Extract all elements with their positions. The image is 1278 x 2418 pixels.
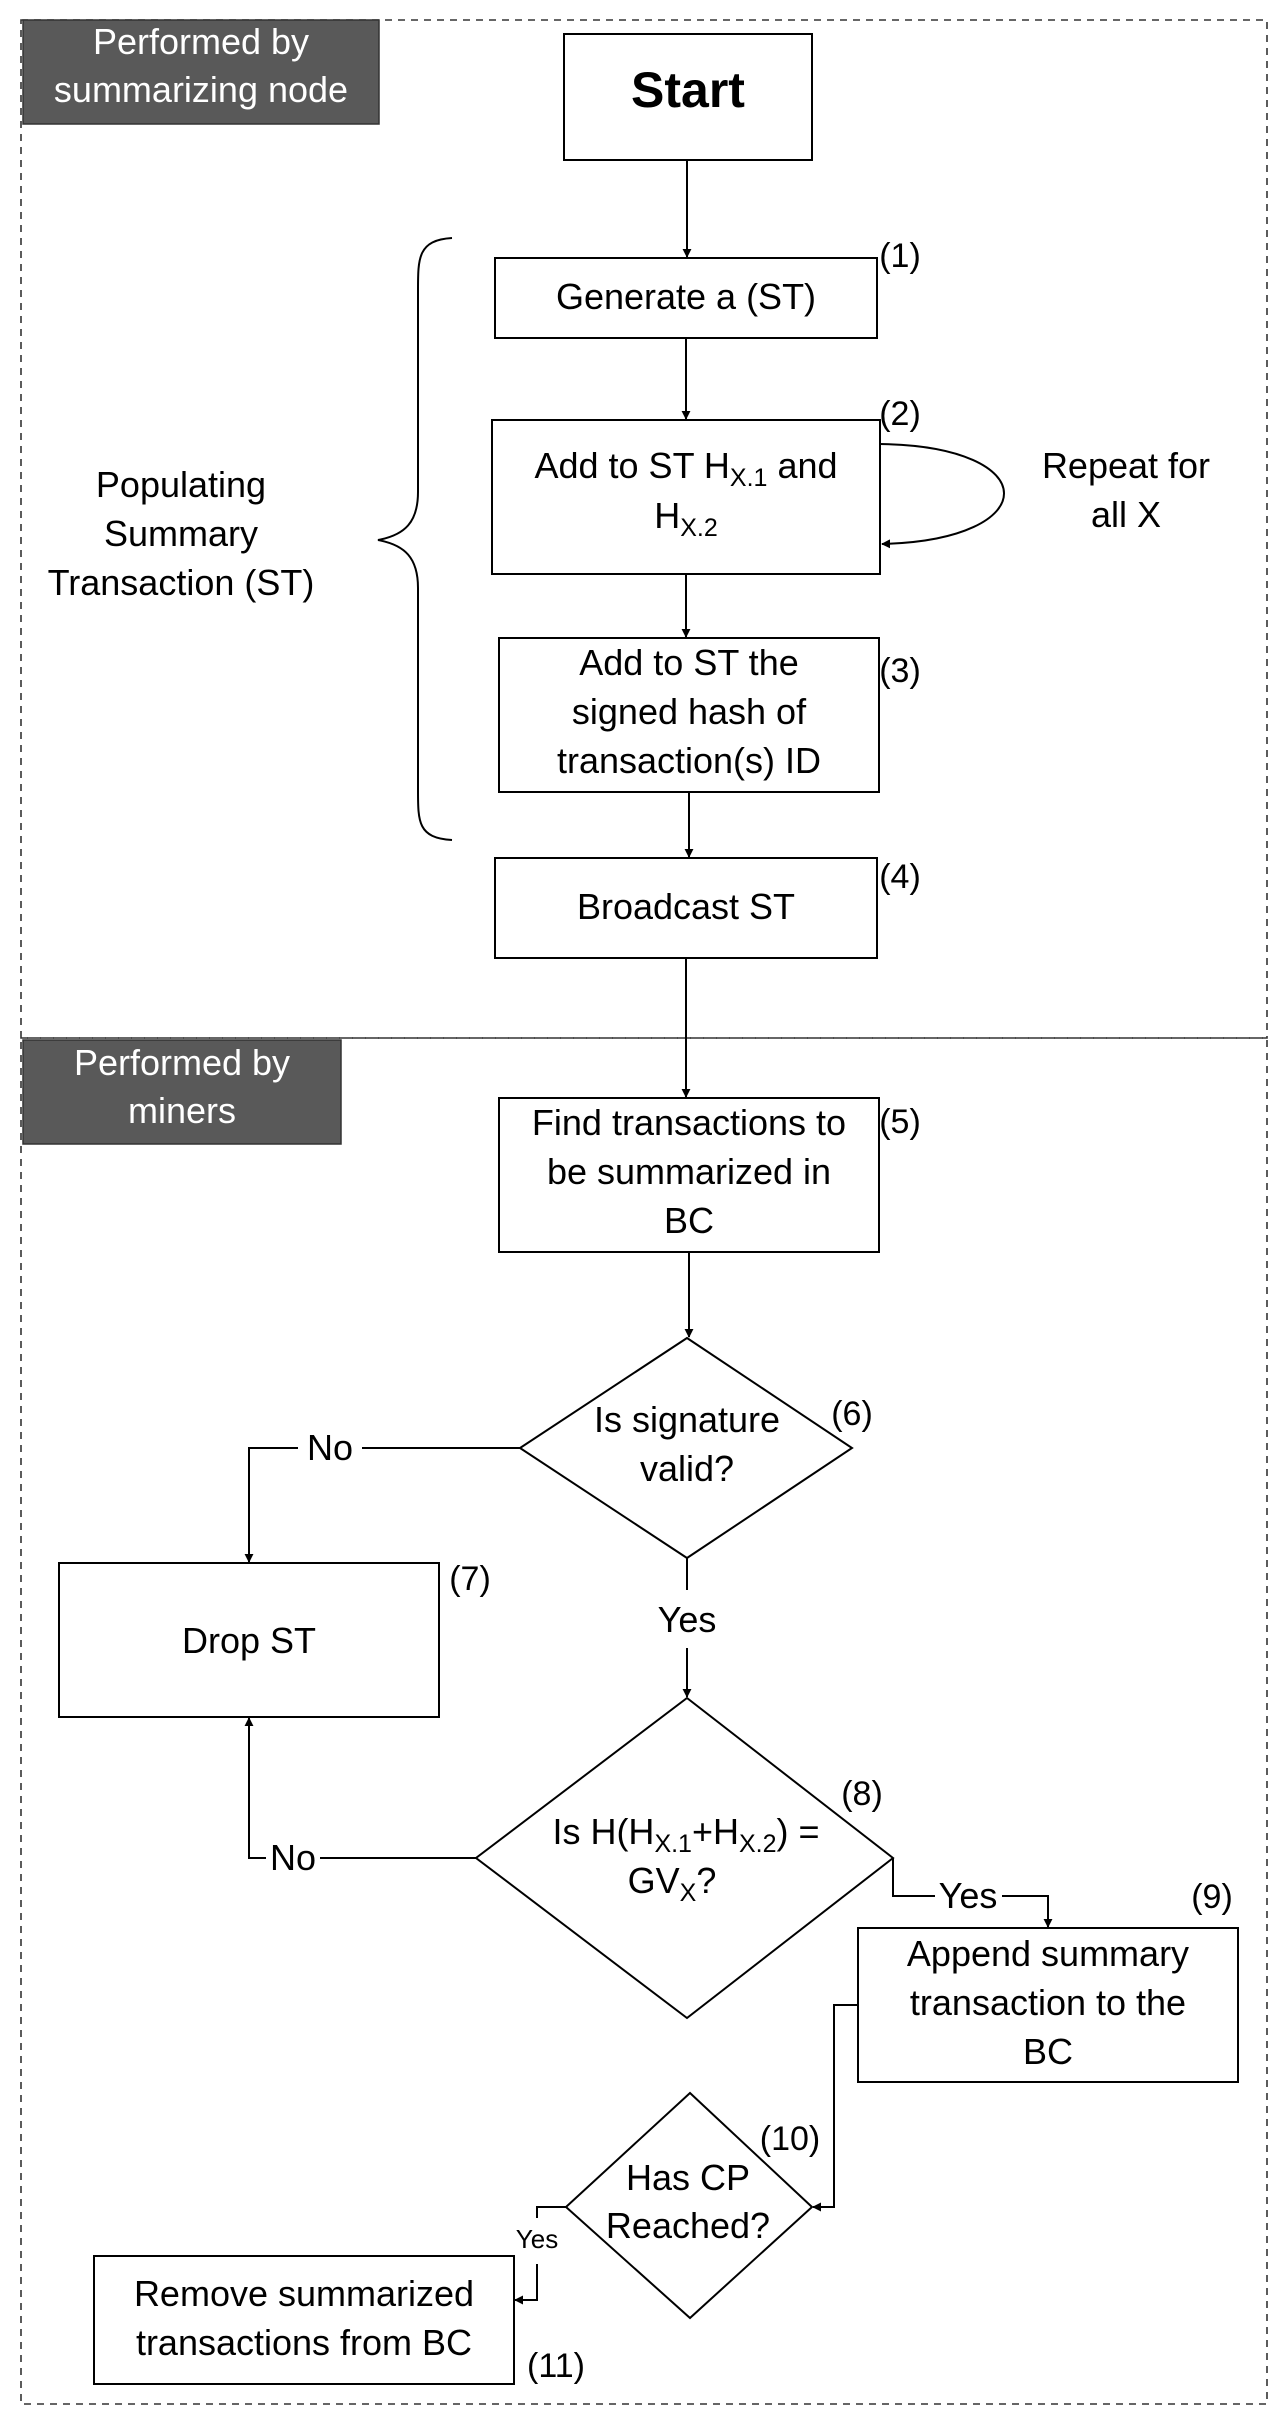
start-node xyxy=(563,33,813,161)
edge-label-sig-yes: Yes xyxy=(658,1599,717,1640)
step-number-3: (3) xyxy=(879,652,921,690)
summarizing-node-region xyxy=(20,19,1268,1039)
generate-st-label: Generate a (ST) xyxy=(556,276,816,317)
hash-check-decision xyxy=(474,1696,895,2020)
edge-label-hash-yes: Yes xyxy=(939,1875,998,1916)
connector-cp-yes-a xyxy=(536,2206,566,2218)
section-header-summarizing: Performed by summarizing node xyxy=(22,19,380,125)
add-hashes-sub2: X.2 xyxy=(680,514,718,542)
hash-check-p4: GV xyxy=(628,1860,680,1901)
connector-cp-yes-b xyxy=(514,2264,538,2305)
cp-reached-line1: Has CP xyxy=(626,2157,750,2198)
section-header-miners-line1: Performed by xyxy=(74,1042,290,1083)
add-hashes-node xyxy=(491,419,881,575)
repeat-label-line2: all X xyxy=(1091,494,1161,535)
hash-check-p3: ) = xyxy=(777,1811,820,1852)
step-number-1: (1) xyxy=(879,237,921,275)
find-line3: BC xyxy=(664,1200,714,1241)
generate-st-node xyxy=(494,257,878,339)
drop-st-label: Drop ST xyxy=(182,1620,316,1661)
hash-check-p5: ? xyxy=(696,1860,716,1901)
step-number-10: (10) xyxy=(760,2120,820,2158)
add-hashes-line1-post: and xyxy=(767,445,837,486)
add-hashes-line2: HX.2 xyxy=(654,495,718,542)
add-signed-hash-node xyxy=(498,637,880,793)
populating-brace xyxy=(377,237,453,841)
add-hashes-line2-pre: H xyxy=(654,495,680,536)
step-number-6: (6) xyxy=(831,1395,873,1433)
step-number-4: (4) xyxy=(879,858,921,896)
section-header-miners: Performed by miners xyxy=(22,1039,342,1145)
remove-summarized-node xyxy=(93,2255,515,2385)
add-hashes-sub1: X.1 xyxy=(730,464,768,492)
append-line1: Append summary xyxy=(907,1933,1189,1974)
hash-check-p1: Is H(H xyxy=(552,1811,654,1852)
add-hashes-line1-pre: Add to ST H xyxy=(534,445,729,486)
repeat-label-line1: Repeat for xyxy=(1042,445,1210,486)
brace-label: Populating Summary Transaction (ST) xyxy=(48,464,315,603)
hash-check-s3: X xyxy=(680,1879,697,1907)
repeat-loop-arrow xyxy=(879,443,1005,549)
connector-sig-no-b xyxy=(244,1447,298,1563)
brace-label-line1: Populating xyxy=(96,464,266,505)
section-header-summarizing-line2: summarizing node xyxy=(54,69,348,110)
sig-valid-line2: valid? xyxy=(640,1448,734,1489)
edge-label-hash-no: No xyxy=(270,1837,316,1878)
step-number-7: (7) xyxy=(449,1560,491,1598)
edge-label-sig-no: No xyxy=(307,1427,353,1468)
step-number-9: (9) xyxy=(1191,1878,1233,1916)
hash-check-p2: +H xyxy=(692,1811,739,1852)
cp-reached-decision xyxy=(564,2091,814,2320)
step-number-5: (5) xyxy=(879,1103,921,1141)
find-line2: be summarized in xyxy=(547,1151,831,1192)
hash-check-s2: X.2 xyxy=(739,1830,777,1858)
edge-label-cp-yes: Yes xyxy=(516,2224,558,2254)
add-signed-line3: transaction(s) ID xyxy=(557,740,821,781)
brace-label-line3: Transaction (ST) xyxy=(48,562,315,603)
miners-region xyxy=(20,1037,1268,2405)
hash-check-line2: GVX? xyxy=(628,1860,717,1907)
hash-check-s1: X.1 xyxy=(654,1830,692,1858)
connector-hash-yes-a xyxy=(892,1858,935,1897)
add-signed-line2: signed hash of xyxy=(572,691,807,732)
step-number-8: (8) xyxy=(841,1775,883,1813)
append-summary-node xyxy=(857,1927,1239,2083)
step-number-11: (11) xyxy=(527,2347,585,2385)
drop-st-node xyxy=(58,1562,440,1718)
append-line3: BC xyxy=(1023,2031,1073,2072)
add-hashes-line1: Add to ST HX.1 and xyxy=(534,445,837,492)
hash-check-line1: Is H(HX.1+HX.2) = xyxy=(552,1811,819,1858)
arrow-append-to-cp xyxy=(812,2004,858,2212)
section-header-miners-line2: miners xyxy=(128,1090,236,1131)
section-header-summarizing-line1: Performed by xyxy=(93,21,309,62)
broadcast-st-label: Broadcast ST xyxy=(577,886,795,927)
start-label: Start xyxy=(631,62,745,118)
cp-reached-line2: Reached? xyxy=(606,2205,770,2246)
sig-valid-line1: Is signature xyxy=(594,1399,780,1440)
connector-hash-yes-b xyxy=(1002,1895,1053,1928)
brace-label-line2: Summary xyxy=(104,513,258,554)
remove-line1: Remove summarized xyxy=(134,2273,474,2314)
step-number-2: (2) xyxy=(879,395,921,433)
remove-line2: transactions from BC xyxy=(136,2322,472,2363)
find-line1: Find transactions to xyxy=(532,1102,846,1143)
append-line2: transaction to the xyxy=(910,1982,1186,2023)
connector-hash-no-b xyxy=(244,1717,266,1859)
add-signed-line1: Add to ST the xyxy=(579,642,798,683)
